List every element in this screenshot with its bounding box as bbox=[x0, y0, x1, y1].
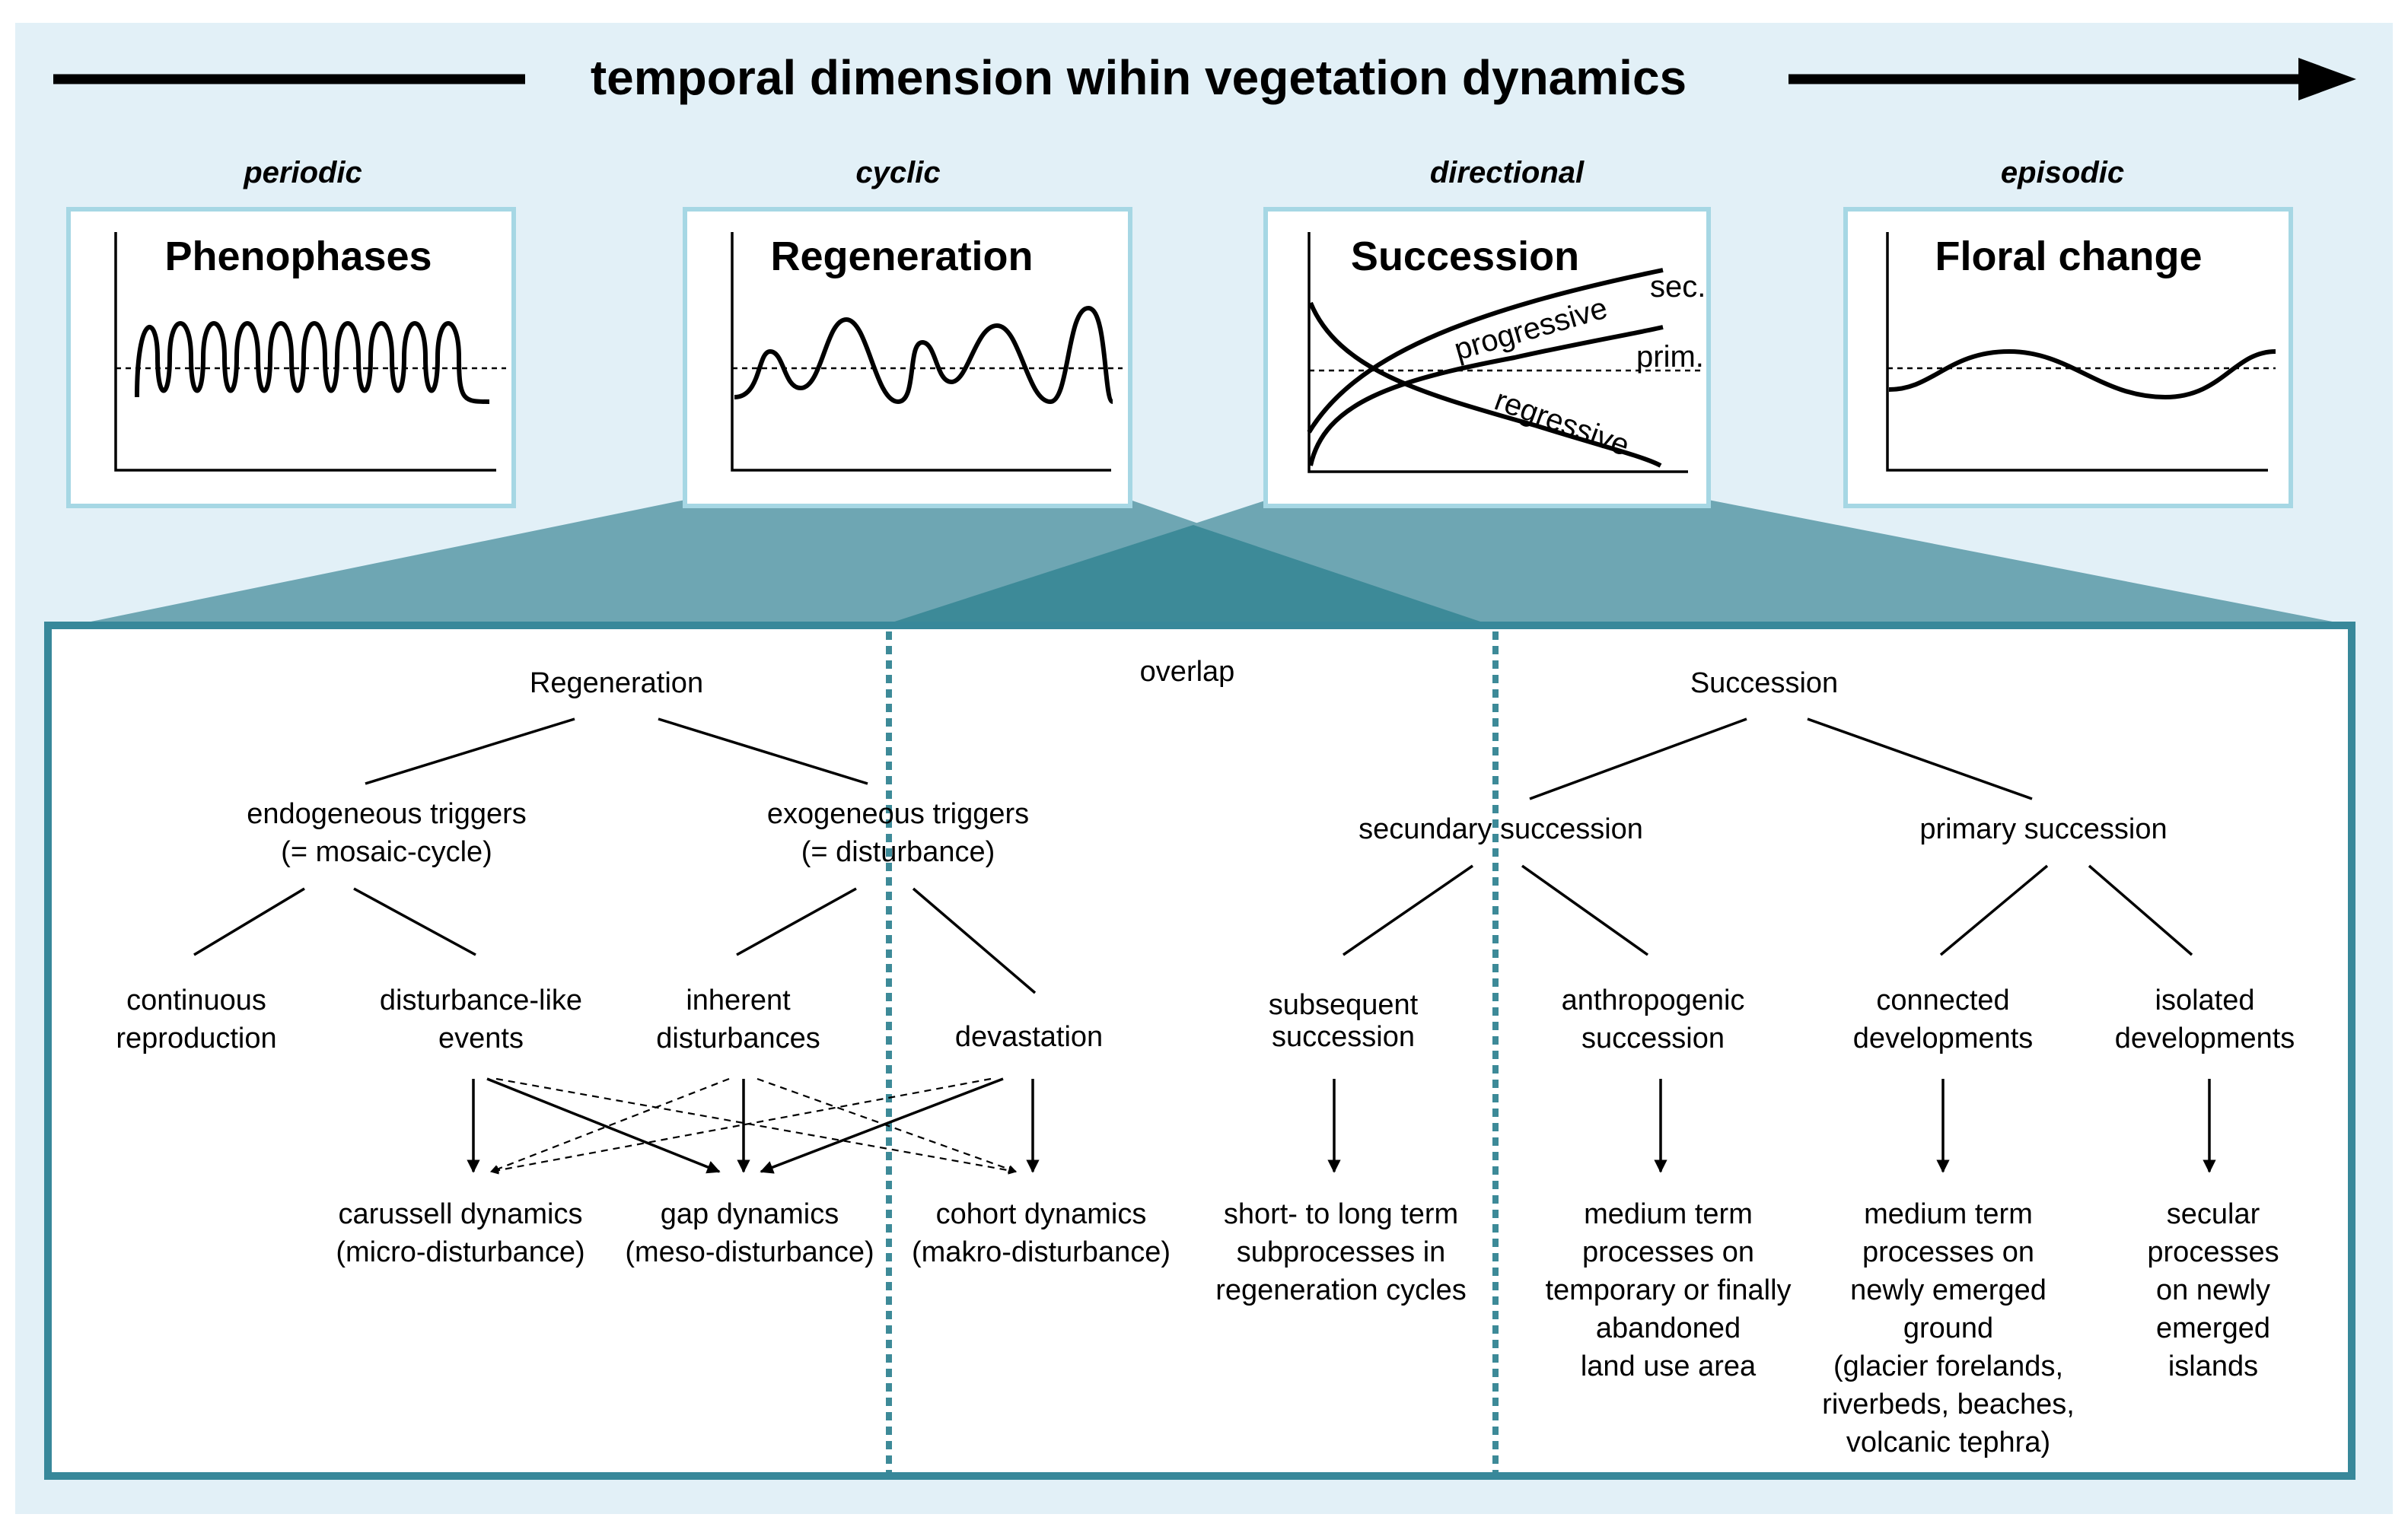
floral-change-title: Floral change bbox=[1935, 234, 2202, 279]
medium-term-anthropogenic-line1: medium term bbox=[1584, 1198, 1753, 1230]
regeneration-axes bbox=[731, 232, 1111, 472]
medium-term-anthropogenic-line5: land use area bbox=[1581, 1350, 1757, 1382]
gap-dynamics-line1: gap dynamics bbox=[661, 1198, 839, 1230]
endogeneous-triggers-line1: endogeneous triggers bbox=[247, 798, 527, 830]
devastation: devastation bbox=[955, 1021, 1103, 1053]
exogeneous-triggers-line1: exogeneous triggers bbox=[767, 798, 1029, 830]
succession-box: Succession sec. prim. progressive regres… bbox=[1263, 207, 1711, 508]
solid-arrows bbox=[467, 1077, 2216, 1174]
short-term-line2: subprocesses in bbox=[1237, 1236, 1446, 1268]
phenophases-title: Phenophases bbox=[164, 234, 432, 279]
prim-label: prim. bbox=[1636, 340, 1704, 374]
medium-term-connected-line3: newly emerged bbox=[1850, 1274, 2046, 1306]
disturbance-like-events-line1: disturbance-like bbox=[380, 984, 582, 1016]
succession-header: Succession bbox=[1690, 667, 1838, 699]
regeneration-header: Regeneration bbox=[530, 667, 703, 699]
subsequent-succession-line1: subsequent bbox=[1269, 989, 1419, 1021]
medium-term-connected-line2: processes on bbox=[1862, 1236, 2034, 1268]
dashed-arrows bbox=[489, 1077, 1018, 1175]
category-periodic: periodic bbox=[243, 156, 362, 189]
overlap-fan bbox=[883, 525, 1492, 625]
medium-term-connected-line6: riverbeds, beaches, bbox=[1822, 1388, 2075, 1420]
medium-term-anthropogenic-line4: abandoned bbox=[1596, 1312, 1741, 1344]
anthropogenic-succession-line2: succession bbox=[1581, 1023, 1725, 1054]
category-directional: directional bbox=[1430, 156, 1585, 189]
title-arrowhead bbox=[2298, 58, 2356, 100]
continuous-reproduction-line1: continuous bbox=[126, 984, 266, 1016]
floral-change-axes bbox=[1886, 232, 2268, 472]
secular-processes-line4: emerged bbox=[2156, 1312, 2270, 1344]
floral-change-curve bbox=[1888, 349, 2276, 399]
succession-axes bbox=[1308, 232, 1688, 473]
inherent-disturbances-line2: disturbances bbox=[656, 1023, 820, 1054]
medium-term-connected-line4: ground bbox=[1903, 1312, 1993, 1344]
detail-box bbox=[44, 622, 2355, 1480]
regressive-succession-curve bbox=[1308, 301, 1662, 468]
primary-succession: primary succession bbox=[1919, 813, 2167, 845]
regeneration-box: Regeneration bbox=[683, 207, 1132, 508]
disturbance-like-events-line2: events bbox=[438, 1023, 524, 1054]
medium-term-anthropogenic-line2: processes on bbox=[1582, 1236, 1754, 1268]
secular-processes-line2: processes bbox=[2147, 1236, 2279, 1268]
secular-processes-line5: islands bbox=[2168, 1350, 2258, 1382]
connected-developments-line1: connected bbox=[1876, 984, 2009, 1016]
carussell-dynamics-line2: (micro-disturbance) bbox=[336, 1236, 584, 1268]
overlap-header: overlap bbox=[1140, 656, 1235, 688]
cohort-dynamics-line2: (makro-disturbance) bbox=[912, 1236, 1171, 1268]
regeneration-title: Regeneration bbox=[770, 234, 1033, 279]
category-cyclic: cyclic bbox=[855, 156, 940, 189]
secondary-succession-curve bbox=[1307, 268, 1664, 434]
isolated-developments-line2: developments bbox=[2115, 1023, 2295, 1054]
short-term-line1: short- to long term bbox=[1224, 1198, 1458, 1230]
phenophases-curve bbox=[135, 321, 490, 404]
floral-change-box: Floral change bbox=[1843, 207, 2293, 508]
secular-processes-line1: secular bbox=[2167, 1198, 2260, 1230]
secular-processes-line3: on newly bbox=[2156, 1274, 2270, 1306]
tree-lines bbox=[193, 717, 2193, 994]
inherent-disturbances-line1: inherent bbox=[686, 984, 791, 1016]
phenophases-box: Phenophases bbox=[66, 207, 516, 508]
medium-term-connected-line5: (glacier forelands, bbox=[1833, 1350, 2063, 1382]
continuous-reproduction-line2: reproduction bbox=[116, 1023, 276, 1054]
short-term-line3: regeneration cycles bbox=[1215, 1274, 1467, 1306]
regeneration-curve bbox=[734, 306, 1115, 404]
category-episodic: episodic bbox=[2001, 156, 2124, 189]
anthropogenic-succession-line1: anthropogenic bbox=[1562, 984, 1745, 1016]
diagram-title: temporal dimension wihin vegetation dyna… bbox=[591, 50, 1687, 105]
cohort-dynamics-line1: cohort dynamics bbox=[936, 1198, 1147, 1230]
isolated-developments-line1: isolated bbox=[2155, 984, 2255, 1016]
endogeneous-triggers-line2: (= mosaic-cycle) bbox=[281, 836, 492, 868]
exogeneous-triggers-line2: (= disturbance) bbox=[801, 836, 995, 868]
medium-term-connected-line1: medium term bbox=[1864, 1198, 2033, 1230]
sec-label: sec. bbox=[1650, 270, 1706, 304]
subsequent-succession-line2: succession bbox=[1272, 1021, 1415, 1053]
gap-dynamics-line2: (meso-disturbance) bbox=[625, 1236, 874, 1268]
carussell-dynamics-line1: carussell dynamics bbox=[339, 1198, 583, 1230]
primary-succession-curve bbox=[1308, 325, 1664, 466]
medium-term-anthropogenic-line3: temporary or finally bbox=[1545, 1274, 1791, 1306]
succession-title: Succession bbox=[1351, 234, 1579, 279]
connected-developments-line2: developments bbox=[1853, 1023, 2034, 1054]
medium-term-connected-line7: volcanic tephra) bbox=[1846, 1427, 2050, 1458]
phenophases-axes bbox=[114, 232, 496, 472]
secundary-succession: secundary succession bbox=[1358, 813, 1643, 845]
